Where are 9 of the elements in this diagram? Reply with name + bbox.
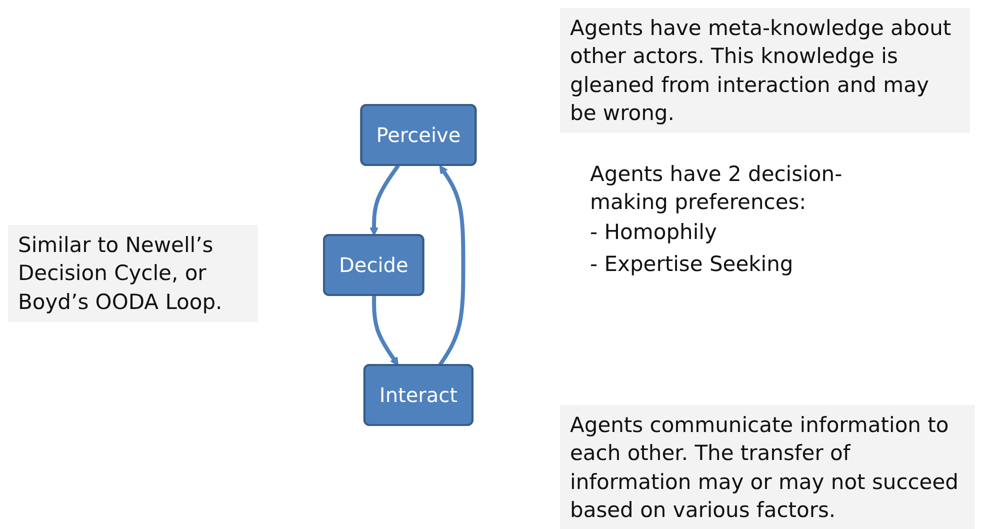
list-item: - Homophily xyxy=(589,219,718,246)
list-item: - Expertise Seeking xyxy=(589,251,794,278)
note-text: Similar to Newell’s Decision Cycle, or Boyd’s OODA Loop. xyxy=(8,225,258,322)
note-text: Agents have 2 decision-making preferences: xyxy=(589,161,844,216)
note-text: Agents have meta-knowledge about other actors. This knowledge is gleaned from interaction and may be wrong. xyxy=(560,8,970,134)
arrow xyxy=(372,294,399,366)
note-text: Agents communicate information to each other. The transfer of information may or may not succeed based on various factors. xyxy=(560,405,975,529)
arrow xyxy=(438,164,466,366)
arrow xyxy=(370,164,400,236)
